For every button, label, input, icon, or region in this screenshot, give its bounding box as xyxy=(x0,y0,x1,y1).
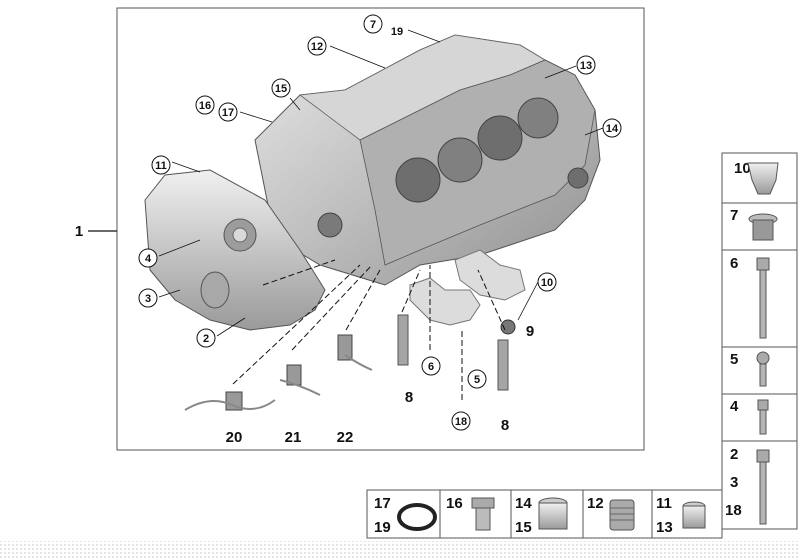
callout-10: 10 xyxy=(537,272,557,292)
svg-text:4: 4 xyxy=(145,253,152,265)
side-parts-panel: 10 7 6 5 4 2 3 18 xyxy=(721,152,798,530)
label-9: 9 xyxy=(526,323,534,340)
side-label-3: 3 xyxy=(730,474,738,491)
side-label-5: 5 xyxy=(730,351,738,368)
callout-16: 16 xyxy=(195,95,215,115)
callout-13: 13 xyxy=(576,55,596,75)
bottom-parts-panel: 17 19 16 14 15 12 11 13 xyxy=(366,489,723,539)
svg-text:16: 16 xyxy=(199,100,211,112)
callout-18: 18 xyxy=(451,411,471,431)
small-parts xyxy=(184,314,516,411)
label-1: 1 xyxy=(75,223,83,240)
bottom-label-11: 11 xyxy=(656,495,672,512)
leader-lines xyxy=(232,259,506,400)
callout-4: 4 xyxy=(138,248,158,268)
bottom-dotted-strip xyxy=(0,541,800,560)
svg-text:17: 17 xyxy=(222,107,234,119)
bottom-label-19: 19 xyxy=(374,519,391,536)
svg-text:10: 10 xyxy=(541,277,553,289)
side-label-7: 7 xyxy=(730,207,738,224)
side-label-2: 2 xyxy=(730,446,738,463)
side-label-6: 6 xyxy=(730,255,738,272)
svg-text:7: 7 xyxy=(370,19,376,31)
side-label-10: 10 xyxy=(734,160,751,177)
bearing-brackets xyxy=(409,249,526,326)
label-20: 20 xyxy=(226,429,243,446)
callout-5: 5 xyxy=(467,369,487,389)
callout-3: 3 xyxy=(138,288,158,308)
bottom-label-15: 15 xyxy=(515,519,532,536)
callout-7: 7 xyxy=(363,14,383,34)
bottom-label-12: 12 xyxy=(587,495,604,512)
svg-text:6: 6 xyxy=(428,361,434,373)
svg-text:5: 5 xyxy=(474,374,480,386)
callout-14: 14 xyxy=(602,118,622,138)
label-22: 22 xyxy=(337,429,354,446)
svg-text:14: 14 xyxy=(606,123,619,135)
svg-text:11: 11 xyxy=(155,160,167,172)
callout-6: 6 xyxy=(421,356,441,376)
bottom-label-14: 14 xyxy=(515,495,532,512)
side-label-4: 4 xyxy=(730,398,739,415)
svg-text:12: 12 xyxy=(311,41,323,53)
callout-19: 19 xyxy=(391,26,403,38)
svg-text:3: 3 xyxy=(145,293,151,305)
side-label-18: 18 xyxy=(725,502,742,519)
callout-11: 11 xyxy=(151,155,171,175)
callout-17: 17 xyxy=(218,102,238,122)
callout-2: 2 xyxy=(196,328,216,348)
label-8-left: 8 xyxy=(405,389,413,406)
timing-cover xyxy=(144,169,326,331)
label-8-right: 8 xyxy=(501,417,509,434)
svg-text:13: 13 xyxy=(580,60,592,72)
engine-block xyxy=(254,34,601,286)
callout-15: 15 xyxy=(271,78,291,98)
callout-leaders xyxy=(158,29,604,337)
svg-text:2: 2 xyxy=(203,333,209,345)
bottom-label-13: 13 xyxy=(656,519,673,536)
svg-text:15: 15 xyxy=(275,83,287,95)
bottom-label-16: 16 xyxy=(446,495,463,512)
svg-text:18: 18 xyxy=(455,416,467,428)
callout-12: 12 xyxy=(307,36,327,56)
label-21: 21 xyxy=(285,429,302,446)
bottom-label-17: 17 xyxy=(374,495,391,512)
